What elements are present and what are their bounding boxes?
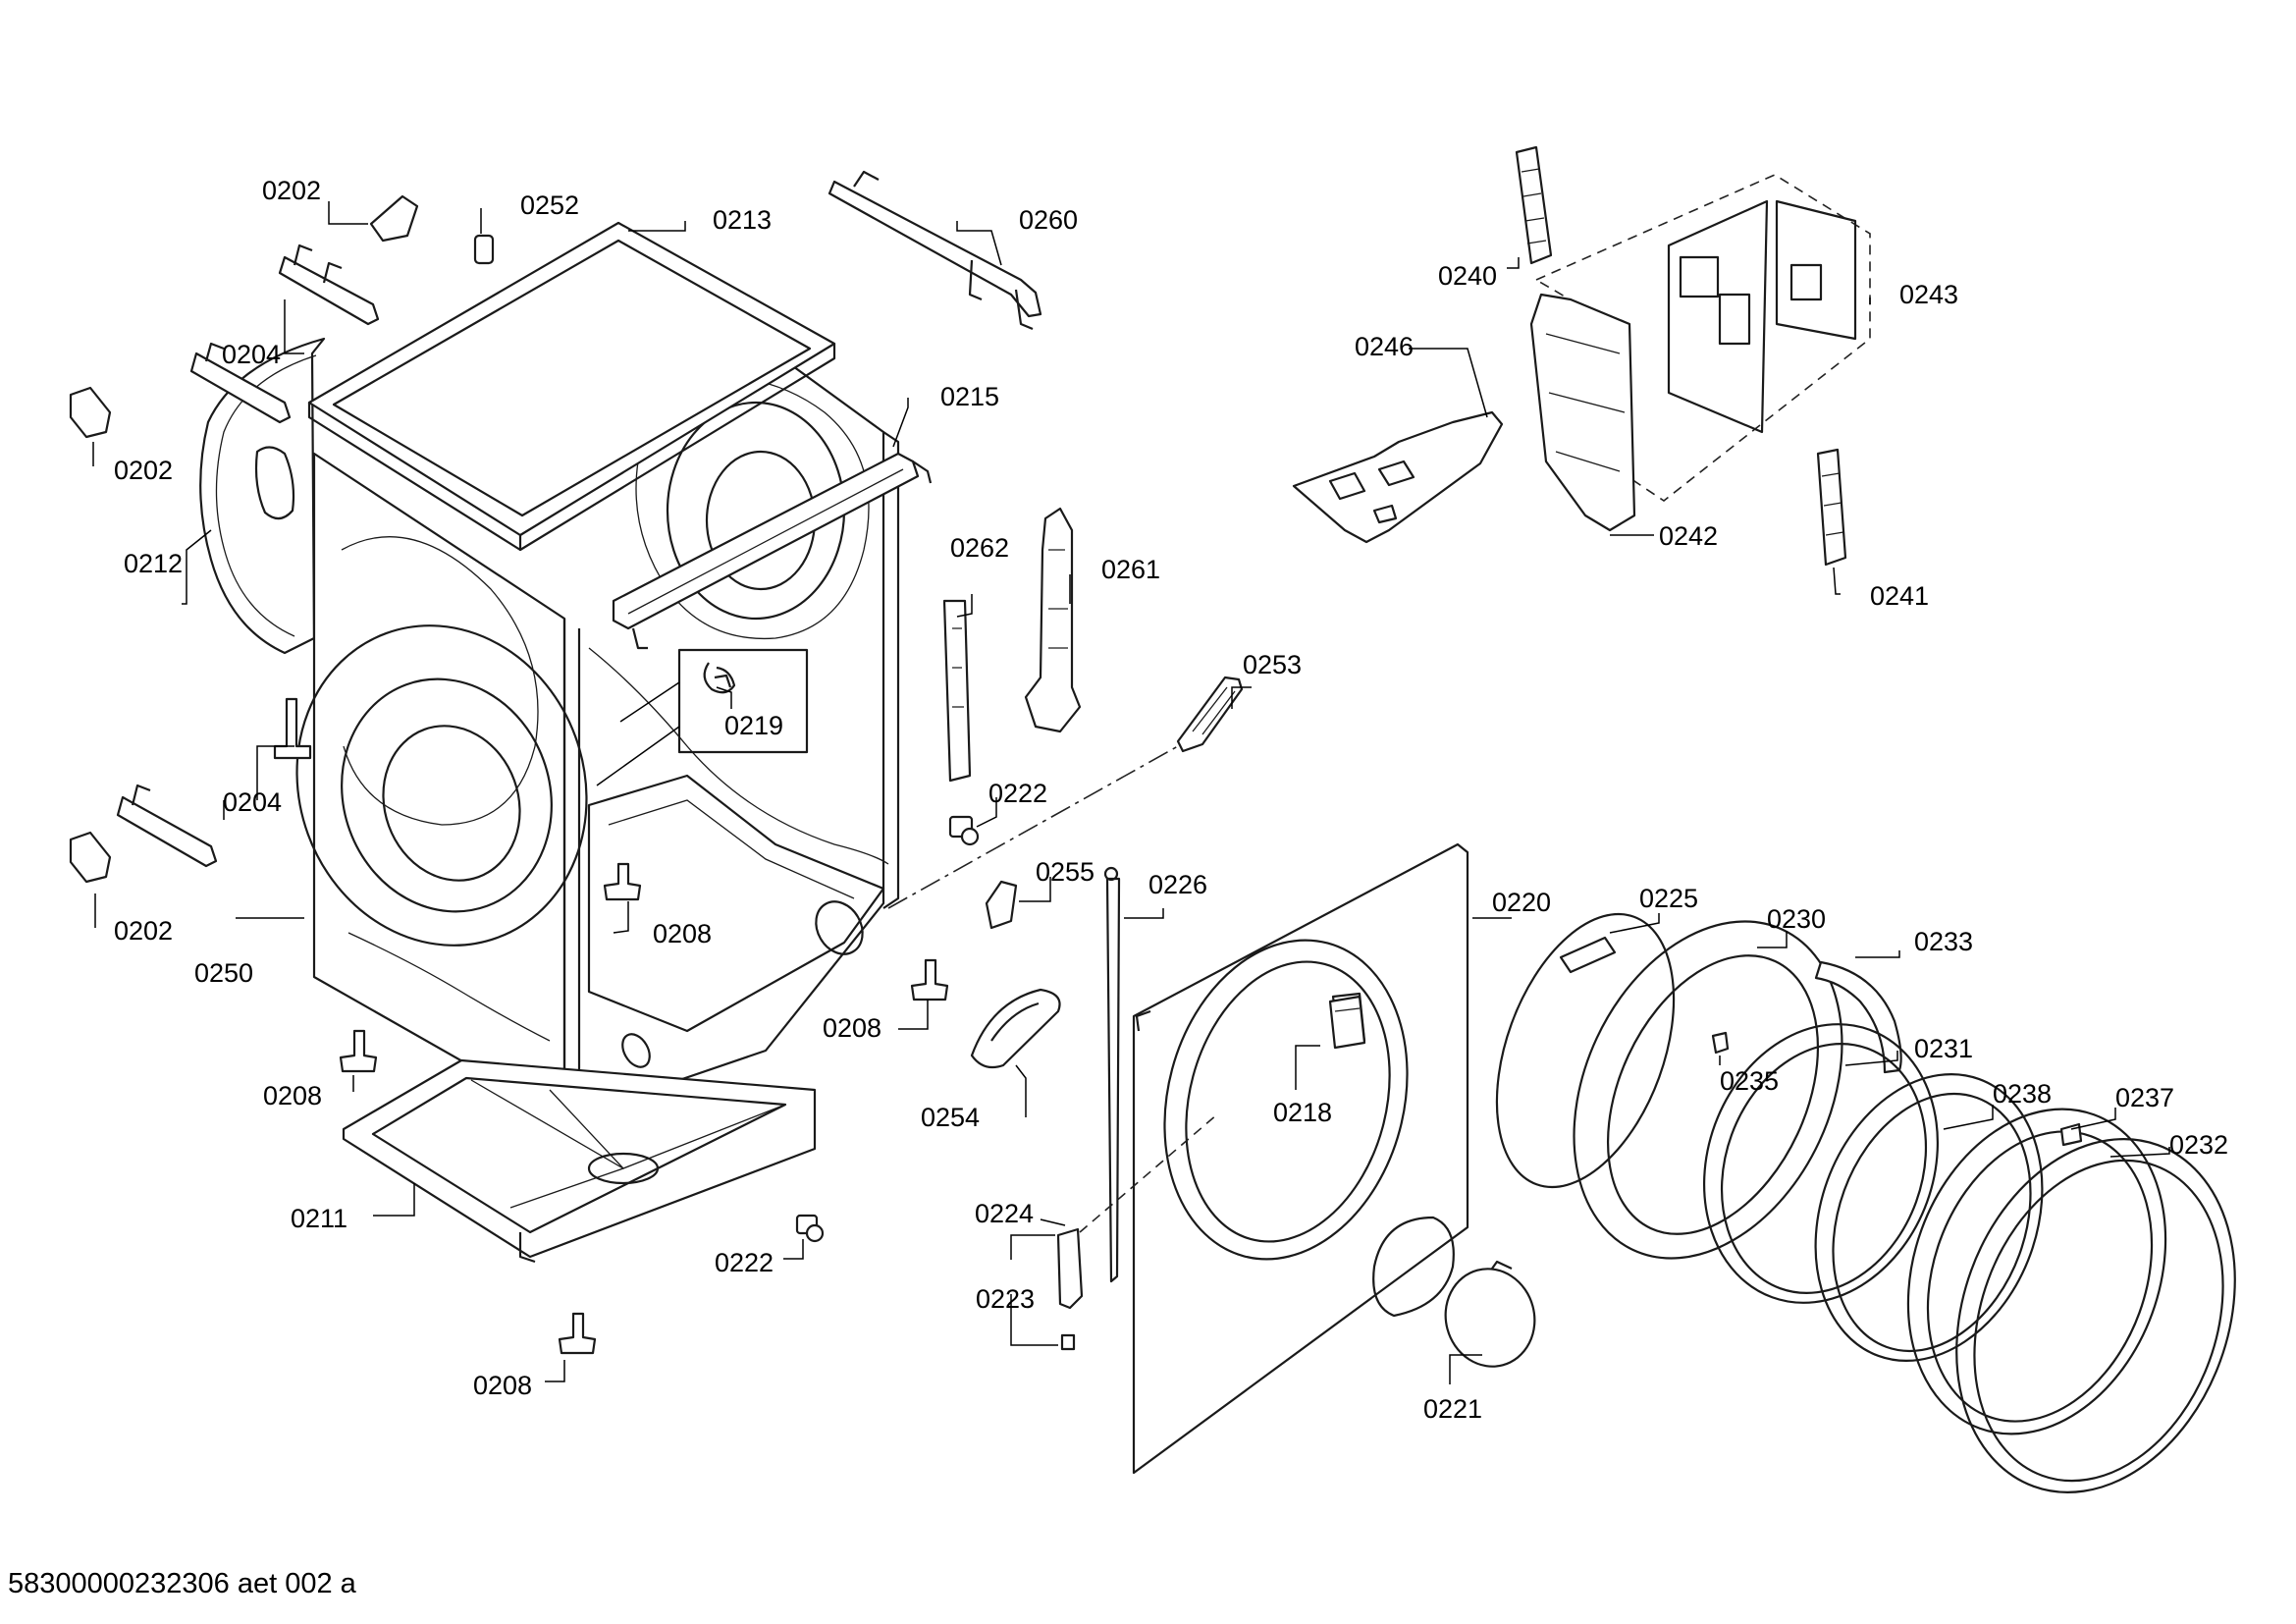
part-0261-hose-bracket xyxy=(1024,507,1082,733)
part-0262-strip xyxy=(942,599,972,783)
label-0233: 0233 xyxy=(1914,927,1973,956)
part-0254-handle xyxy=(970,988,1061,1069)
part-0212-rear-cover xyxy=(199,337,326,655)
part-0222b-cap xyxy=(795,1214,825,1243)
label-0225: 0225 xyxy=(1639,884,1698,913)
part-0208b-foot xyxy=(910,958,949,1001)
part-0242-chassis xyxy=(1529,293,1636,532)
label-0219: 0219 xyxy=(724,711,783,740)
part-0204c-bolt xyxy=(273,697,312,760)
part-0204b-shock xyxy=(189,342,292,424)
part-0219-inset xyxy=(596,648,809,786)
part-0208d-foot xyxy=(558,1312,597,1355)
label-0208b: 0208 xyxy=(823,1013,881,1043)
label-0253: 0253 xyxy=(1243,650,1302,679)
label-0208a: 0208 xyxy=(653,919,712,948)
label-0213: 0213 xyxy=(713,205,772,235)
part-0235-catch xyxy=(1711,1031,1730,1055)
part-0218-lock xyxy=(1328,995,1366,1050)
part-0226-rod xyxy=(1103,866,1121,1283)
label-0208c: 0208 xyxy=(263,1081,322,1110)
label-0222b: 0222 xyxy=(715,1248,774,1277)
label-0224: 0224 xyxy=(975,1199,1034,1228)
label-0215: 0215 xyxy=(940,382,999,411)
label-0252: 0252 xyxy=(520,190,579,220)
label-0221: 0221 xyxy=(1423,1394,1482,1424)
part-frame xyxy=(562,352,900,1121)
label-0261: 0261 xyxy=(1101,555,1160,584)
label-0220: 0220 xyxy=(1492,888,1551,917)
part-0231-glass xyxy=(1702,1023,1940,1304)
label-0212: 0212 xyxy=(124,549,183,578)
part-0204a-shock xyxy=(278,244,380,326)
label-0254: 0254 xyxy=(921,1103,980,1132)
part-0237-inner-ring xyxy=(1906,1108,2167,1435)
part-0202b-clip xyxy=(69,386,112,439)
part-0221-cover xyxy=(1444,1260,1536,1368)
part-0246-sheet xyxy=(1292,410,1504,544)
label-0250: 0250 xyxy=(194,958,253,988)
part-0241-strip xyxy=(1816,448,1847,567)
part-0220-front-panel xyxy=(1132,842,1469,1475)
part-0222a-cap xyxy=(948,815,980,846)
label-0255: 0255 xyxy=(1036,857,1095,887)
label-0202b: 0202 xyxy=(114,456,173,485)
part-0252-button xyxy=(473,234,495,265)
part-0230-door-ring xyxy=(1573,920,1843,1260)
part-0208c-foot xyxy=(339,1029,378,1073)
part-0233-hinge xyxy=(1814,960,1902,1074)
part-labels: 0202 0252 0213 0260 0204 0202 0215 0212 … xyxy=(114,176,2228,1424)
part-0250-side-panel xyxy=(295,452,588,1121)
part-0253-wedge xyxy=(1176,676,1244,753)
leader-lines xyxy=(92,201,2170,1384)
label-0222a: 0222 xyxy=(988,779,1047,808)
part-0202a-clip xyxy=(369,194,419,243)
label-0262: 0262 xyxy=(950,533,1009,563)
label-0202c: 0202 xyxy=(114,916,173,946)
label-0226: 0226 xyxy=(1148,870,1207,899)
label-0230: 0230 xyxy=(1767,904,1826,934)
part-0225-wire xyxy=(1495,912,1676,1189)
label-0211: 0211 xyxy=(291,1204,347,1233)
label-0208d: 0208 xyxy=(473,1371,532,1400)
label-0202a: 0202 xyxy=(262,176,321,205)
label-0243: 0243 xyxy=(1899,280,1958,309)
part-0260-top-rail xyxy=(828,170,1042,331)
label-0235: 0235 xyxy=(1720,1066,1779,1096)
label-0218: 0218 xyxy=(1273,1098,1332,1127)
label-0246: 0246 xyxy=(1355,332,1414,361)
part-0215-brace xyxy=(612,452,933,650)
label-0232: 0232 xyxy=(2169,1130,2228,1160)
label-0242: 0242 xyxy=(1659,521,1718,551)
label-0223: 0223 xyxy=(976,1284,1035,1314)
label-0231: 0231 xyxy=(1914,1034,1973,1063)
part-0223-latch xyxy=(1056,1227,1084,1351)
label-0204a: 0204 xyxy=(222,340,281,369)
part-0202c-clip xyxy=(69,831,112,884)
part-0211-base xyxy=(342,1058,817,1264)
part-0232-door-frame xyxy=(1955,1138,2236,1493)
label-0260: 0260 xyxy=(1019,205,1078,235)
drawing-code: 58300000232306 aet 002 a xyxy=(8,1568,356,1599)
label-0240: 0240 xyxy=(1438,261,1497,291)
part-0240-strip xyxy=(1515,145,1553,265)
label-0204b: 0204 xyxy=(223,787,282,817)
part-0238-trim xyxy=(1814,1073,2044,1362)
part-0213-top-lid xyxy=(307,221,836,552)
part-0208a-foot xyxy=(603,862,642,901)
part-0255-hook xyxy=(985,880,1018,930)
label-0238: 0238 xyxy=(1993,1079,2052,1109)
label-0241: 0241 xyxy=(1870,581,1929,611)
part-0204d-shock xyxy=(116,784,218,868)
label-0237: 0237 xyxy=(2115,1083,2174,1112)
